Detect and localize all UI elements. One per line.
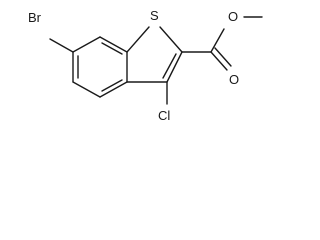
bond-carbonyl-o-double-b [214, 47, 232, 67]
sulfur-label: S [150, 8, 159, 23]
chlorine-label: Cl [158, 108, 170, 123]
bond-c6-c7 [99, 81, 128, 98]
thiophene-ring [126, 26, 183, 83]
bond-c7a-s [126, 26, 150, 53]
bond-carbonyl-o-double-a [210, 51, 228, 71]
benzene-ring [72, 36, 128, 98]
bond-c3a-c4 [72, 36, 101, 53]
ester-oxygen-label: O [228, 9, 238, 24]
bond-carbonyl-ester-o [210, 28, 225, 53]
bond-c7a-c3a [99, 36, 128, 53]
double-bond-c2-c3-inner [162, 53, 177, 79]
bromine-label: Br [28, 10, 42, 25]
double-bond-inner-top [101, 42, 123, 55]
carbonyl-oxygen-label: O [229, 72, 239, 87]
bond-c5-c6 [72, 81, 101, 98]
bond-c2-c3 [166, 51, 183, 83]
chemical-structure-diagram: Br S Cl O O [28, 8, 263, 123]
bond-s-c2 [159, 26, 183, 53]
double-bond-inner-bottom [101, 79, 123, 92]
bond-c-br [49, 38, 74, 53]
